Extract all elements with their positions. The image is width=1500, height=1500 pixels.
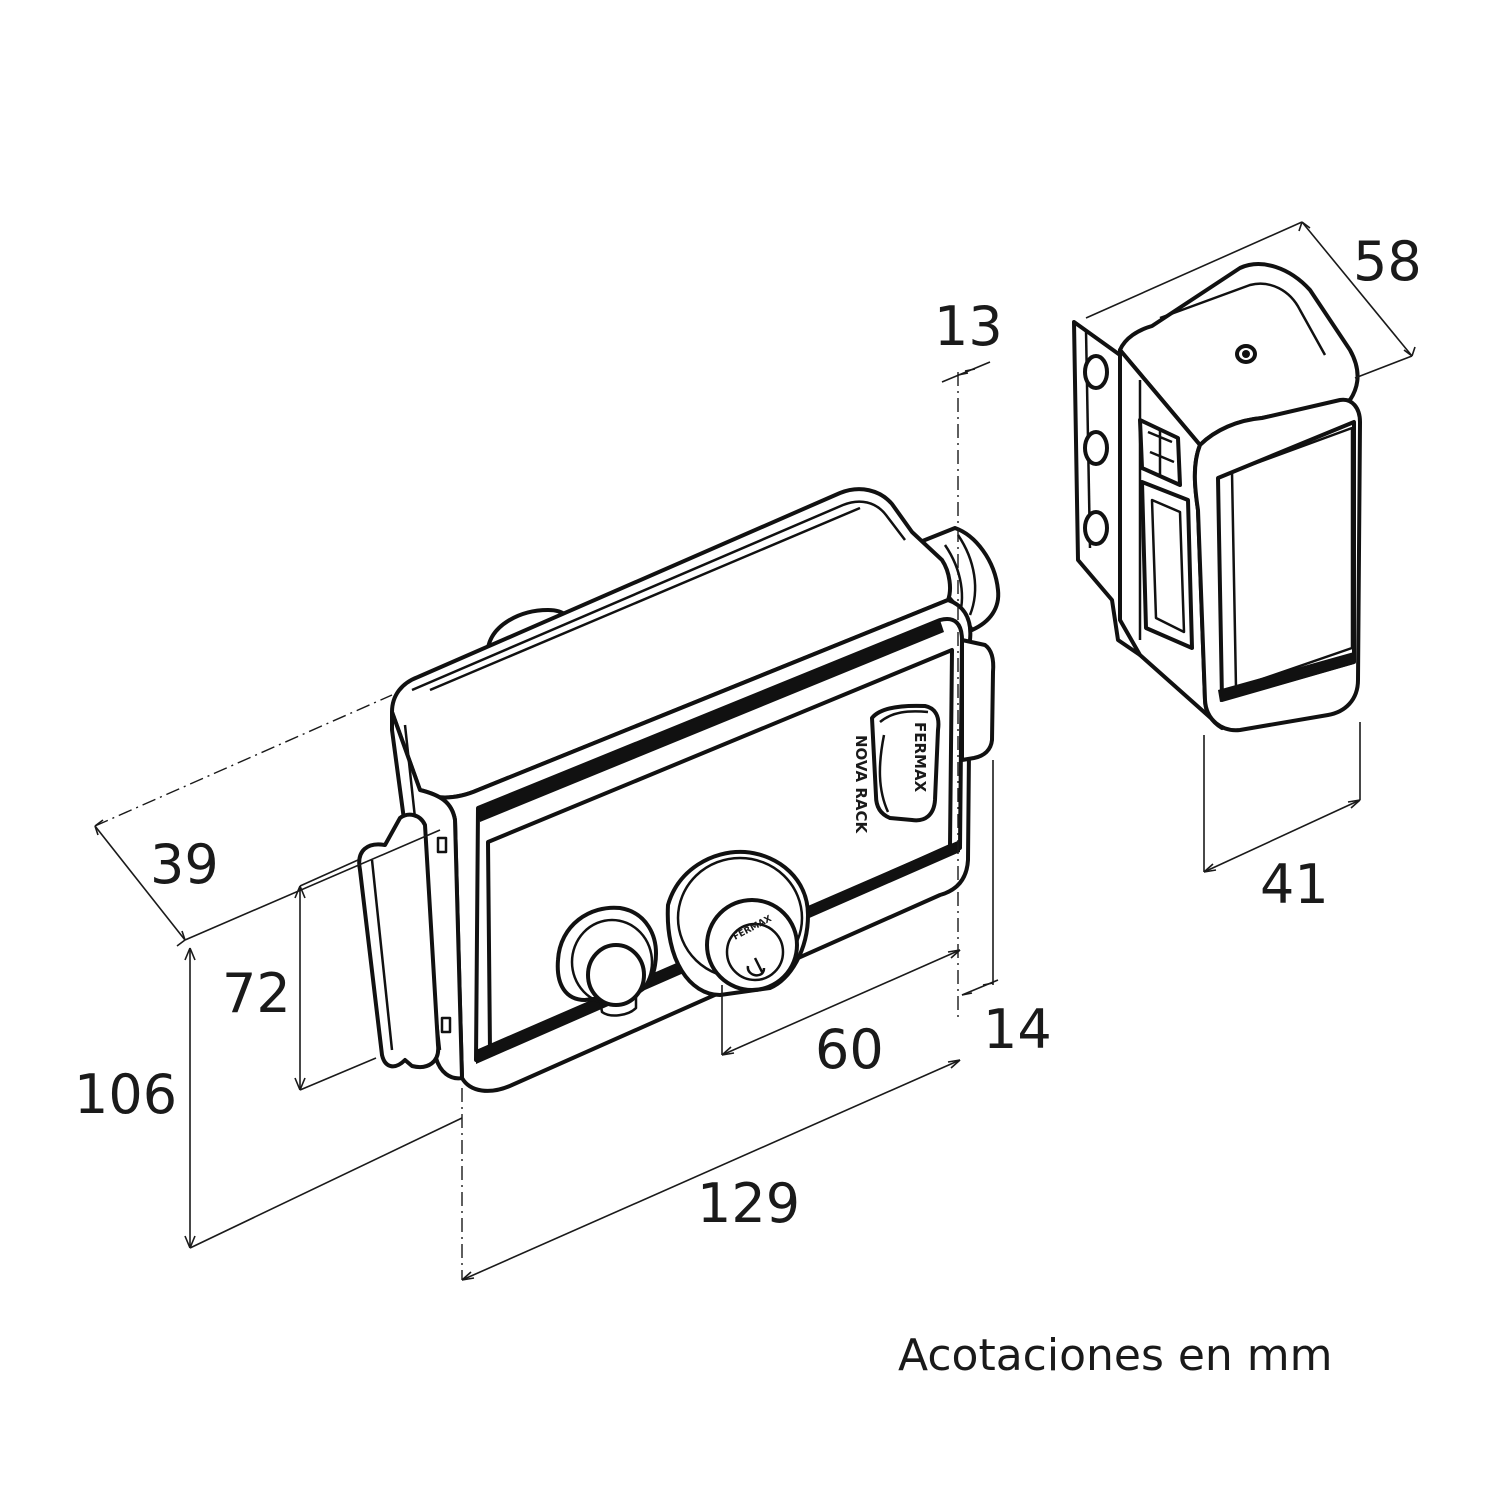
bolt-tongue <box>960 638 996 762</box>
side-handle <box>357 812 441 1069</box>
dimension-labels: 39 72 106 60 14 129 13 58 41 <box>74 230 1422 1235</box>
dim-41-label: 41 <box>1260 853 1329 916</box>
dim-39-label: 39 <box>150 833 219 896</box>
key-cylinder: FERMAX <box>665 849 810 997</box>
dim-14-label: 14 <box>983 998 1052 1061</box>
dim-13-label: 13 <box>934 295 1003 358</box>
mount-hole-1 <box>1083 354 1109 390</box>
push-button <box>555 905 658 1017</box>
mount-hole-2 <box>1083 430 1109 466</box>
screw-slot-bottom <box>440 1016 452 1034</box>
strike-box <box>1072 262 1362 733</box>
brand-model-text: NOVA RACK <box>852 735 870 834</box>
lock-body: FERMAX FERMAX NOVA RACK <box>357 487 1001 1093</box>
brand-logo: FERMAX NOVA RACK <box>852 703 941 834</box>
caption-units: Acotaciones en mm <box>898 1330 1333 1381</box>
screw-slot-top <box>436 836 448 854</box>
dim-72-label: 72 <box>222 962 291 1025</box>
dim-129-label: 129 <box>697 1172 800 1235</box>
dim-106-label: 106 <box>74 1063 177 1126</box>
dim-60-label: 60 <box>815 1018 884 1081</box>
dimension-lines <box>94 221 1416 1281</box>
brand-logo-text: FERMAX <box>911 722 929 793</box>
dim-58-label: 58 <box>1353 230 1422 293</box>
mount-hole-3 <box>1083 510 1109 546</box>
